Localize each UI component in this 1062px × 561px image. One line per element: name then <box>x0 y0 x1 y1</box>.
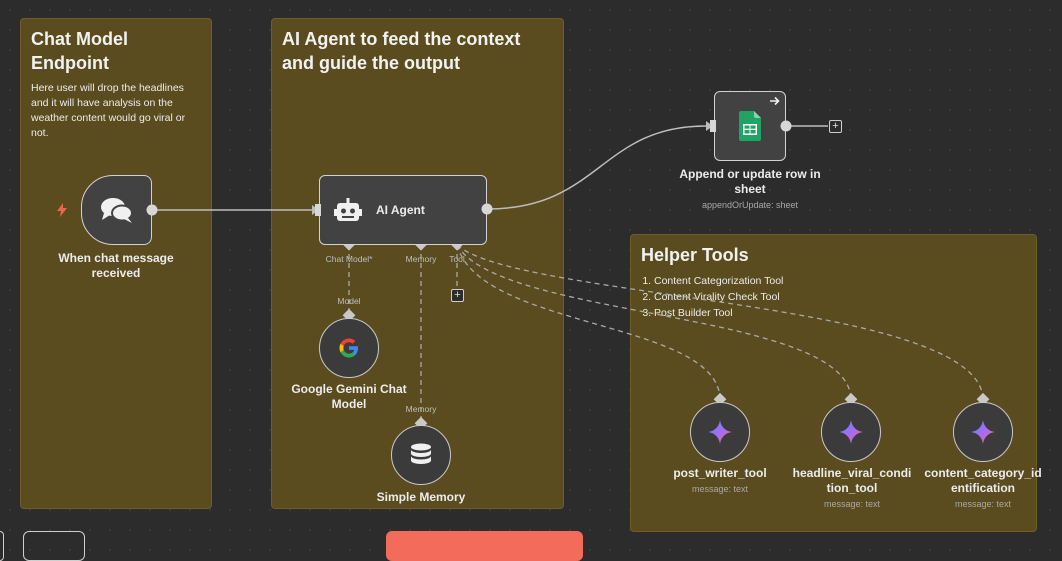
wire-agent-to-sheets <box>486 125 707 210</box>
gemini-star-icon <box>708 420 732 444</box>
output-port[interactable] <box>146 204 158 216</box>
tool1-sublabel: message: text <box>691 484 749 494</box>
test-workflow-button[interactable] <box>386 531 583 561</box>
arrow-head <box>706 121 713 131</box>
post-writer-tool-node[interactable] <box>690 402 750 462</box>
gemini-chat-model-node[interactable] <box>319 318 379 378</box>
sheets-sublabel: appendOrUpdate: sheet <box>701 200 799 210</box>
port-label-chat-model: Chat Model* <box>325 254 373 264</box>
sticky-note-chat-endpoint[interactable]: Chat Model Endpoint Here user will drop … <box>20 18 212 509</box>
edge-control-button[interactable] <box>0 531 4 561</box>
port-label-tool: Tool <box>449 254 465 264</box>
tool2-label: headline_viral_condition_tool <box>792 466 912 495</box>
tool3-label: content_category_identification <box>924 466 1042 495</box>
sticky-title: Chat Model Endpoint <box>31 29 128 73</box>
tool2-sublabel: message: text <box>823 499 881 509</box>
google-sheets-node[interactable] <box>714 91 786 161</box>
wire-tool-1 <box>456 244 721 401</box>
list-item: Content Virality Check Tool <box>654 289 1026 305</box>
tool1-label: post_writer_tool <box>673 466 767 480</box>
input-port[interactable] <box>710 120 716 132</box>
chat-trigger-label: When chat message received <box>58 251 174 280</box>
zoom-control-button[interactable] <box>23 531 85 561</box>
wire-tool-2 <box>456 244 852 401</box>
add-tool-button[interactable]: + <box>451 289 464 302</box>
gemini-star-icon <box>839 420 863 444</box>
helper-tools-list: Content Categorization Tool Content Vira… <box>641 273 1026 321</box>
add-next-node-button[interactable]: + <box>829 120 842 133</box>
output-port[interactable] <box>780 120 792 132</box>
sticky-title: Helper Tools <box>641 245 749 265</box>
port-label-memory-sub: Memory <box>405 404 437 414</box>
simple-memory-label: Simple Memory <box>376 490 466 504</box>
gemini-star-icon <box>971 420 995 444</box>
list-item: Post Builder Tool <box>654 305 1026 321</box>
sheets-label: Append or update row in sheet <box>679 167 821 196</box>
simple-memory-node[interactable] <box>391 425 451 485</box>
ai-agent-node[interactable]: AI Agent <box>319 175 487 245</box>
sticky-note-helper-tools[interactable]: Helper Tools Content Categorization Tool… <box>630 234 1037 532</box>
list-item: Content Categorization Tool <box>654 273 1026 289</box>
output-port[interactable] <box>481 203 493 215</box>
arrow-right-icon <box>770 96 780 106</box>
database-icon <box>411 443 431 464</box>
port-label-memory: Memory <box>405 254 437 264</box>
port-label-model: Model <box>337 296 361 306</box>
chat-trigger-node[interactable] <box>81 175 152 245</box>
robot-icon <box>334 198 362 221</box>
content-category-tool-node[interactable] <box>953 402 1013 462</box>
input-port[interactable] <box>315 204 321 216</box>
sticky-title: AI Agent to feed the context and guide t… <box>282 29 521 73</box>
sticky-body: Here user will drop the headlines and it… <box>31 82 186 139</box>
bolt-icon <box>57 203 67 217</box>
gemini-label: Google Gemini Chat Model <box>291 382 407 411</box>
ai-agent-label: AI Agent <box>376 203 425 217</box>
wire-tool-3 <box>456 244 984 401</box>
google-sheets-icon <box>739 111 761 141</box>
chat-bubbles-icon <box>100 198 133 223</box>
tool3-sublabel: message: text <box>954 499 1012 509</box>
google-icon <box>339 338 358 358</box>
headline-viral-tool-node[interactable] <box>821 402 881 462</box>
